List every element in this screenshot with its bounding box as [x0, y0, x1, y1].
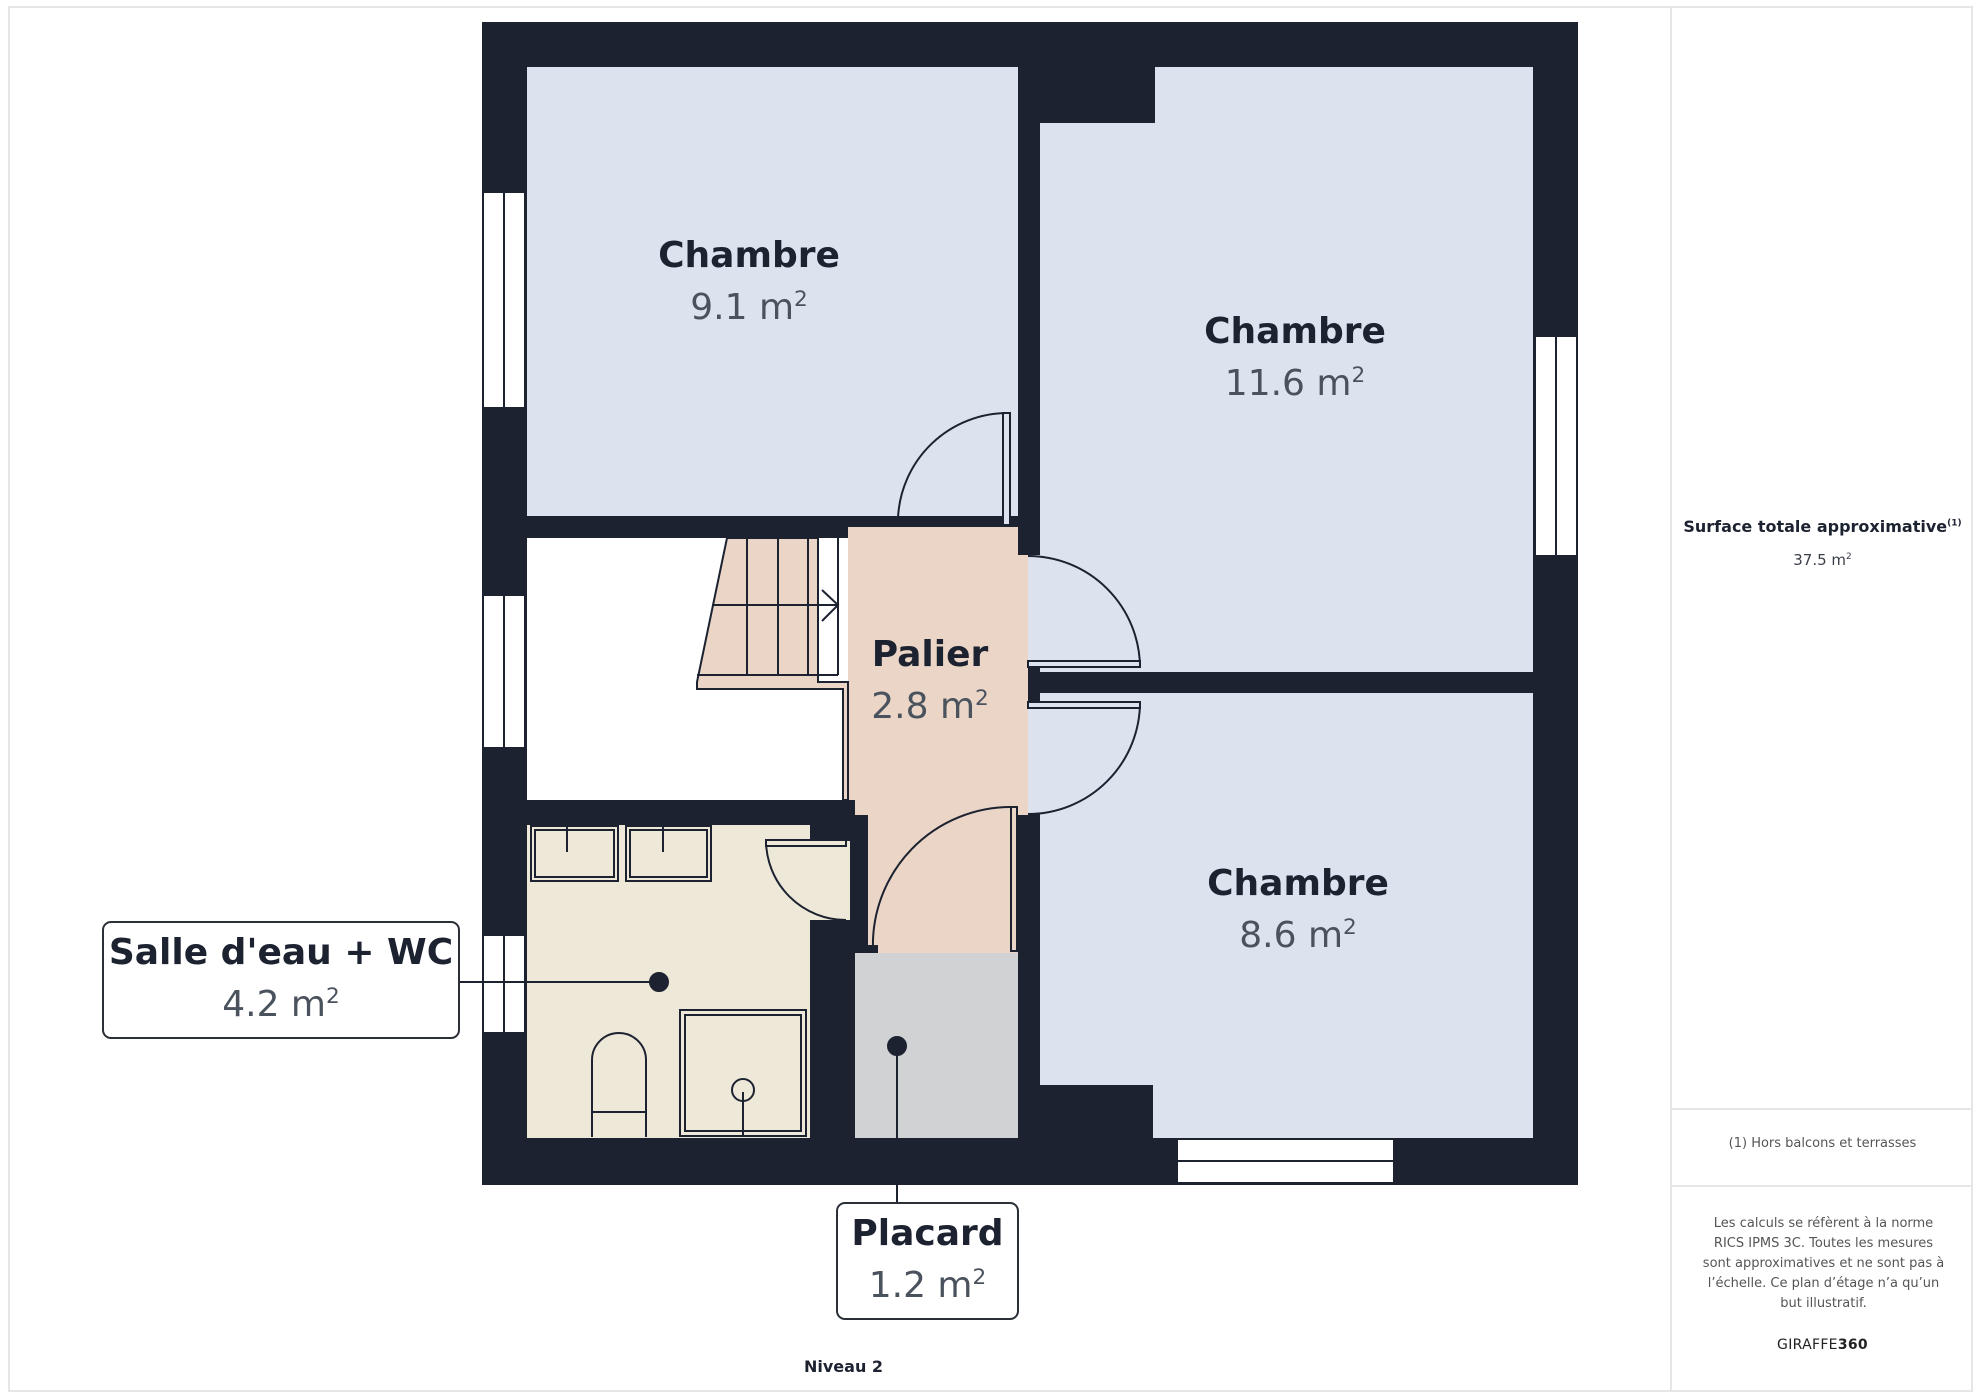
- room-label-chambre-2: Chambre 11.6 m2: [1204, 310, 1386, 406]
- door-placard: [871, 806, 1012, 951]
- room-area: 8.6 m2: [1239, 915, 1357, 956]
- room-placard: [855, 953, 1018, 1138]
- toilet: [591, 1032, 647, 1137]
- disclaimer: Les calculs se réfèrent à la norme RICS …: [1702, 1216, 1945, 1311]
- room-chambre-3: [1040, 693, 1533, 1138]
- room-area: 2.8 m2: [871, 686, 989, 727]
- room-label-palier: Palier 2.8 m2: [871, 633, 989, 729]
- door-chambre-1: [897, 411, 1009, 519]
- page-frame: [8, 6, 1973, 1392]
- door-chambre-2: [1027, 555, 1141, 669]
- room-area: 11.6 m2: [1224, 363, 1366, 404]
- surface-value: 37.5 m2: [1793, 551, 1852, 569]
- callout-connectors: [460, 972, 907, 1204]
- panel-divider: [1672, 1108, 1973, 1110]
- room-name: Placard: [851, 1213, 1004, 1254]
- panel-divider: [1672, 1185, 1973, 1187]
- doors: [765, 411, 1141, 952]
- room-name: Chambre: [1207, 863, 1389, 904]
- room-palier: [848, 527, 1030, 953]
- door-chambre-3: [1027, 701, 1141, 815]
- level-label: Niveau 2: [804, 1357, 884, 1376]
- bathroom-fixtures: [530, 825, 807, 1137]
- room-name: Chambre: [1204, 311, 1386, 352]
- callout-salle-deau: Salle d'eau + WC 4.2 m2: [102, 921, 460, 1039]
- room-chambre-1: [527, 67, 1018, 516]
- room-name: Salle d'eau + WC: [108, 932, 454, 973]
- door-salle-deau: [765, 839, 847, 921]
- floor-plan: [460, 22, 1578, 1204]
- room-area: 9.1 m2: [690, 287, 808, 328]
- callout-placard: Placard 1.2 m2: [836, 1202, 1019, 1320]
- brand-logo: GIRAFFE360: [1777, 1337, 1868, 1353]
- windows: [482, 191, 1578, 1184]
- surface-title: Surface totale approximative(1): [1683, 517, 1962, 536]
- info-panel: Surface totale approximative(1) 37.5 m2 …: [1670, 6, 1973, 1392]
- staircase: [696, 537, 849, 801]
- footnote: (1) Hors balcons et terrasses: [1728, 1136, 1917, 1151]
- room-label-chambre-1: Chambre 9.1 m2: [658, 234, 840, 330]
- room-label-chambre-3: Chambre 8.6 m2: [1207, 862, 1389, 958]
- room-name: Chambre: [658, 235, 840, 276]
- room-area: 1.2 m2: [868, 1265, 987, 1306]
- room-area: 4.2 m2: [222, 984, 340, 1025]
- room-chambre-2: [1040, 67, 1533, 672]
- room-name: Palier: [871, 634, 989, 675]
